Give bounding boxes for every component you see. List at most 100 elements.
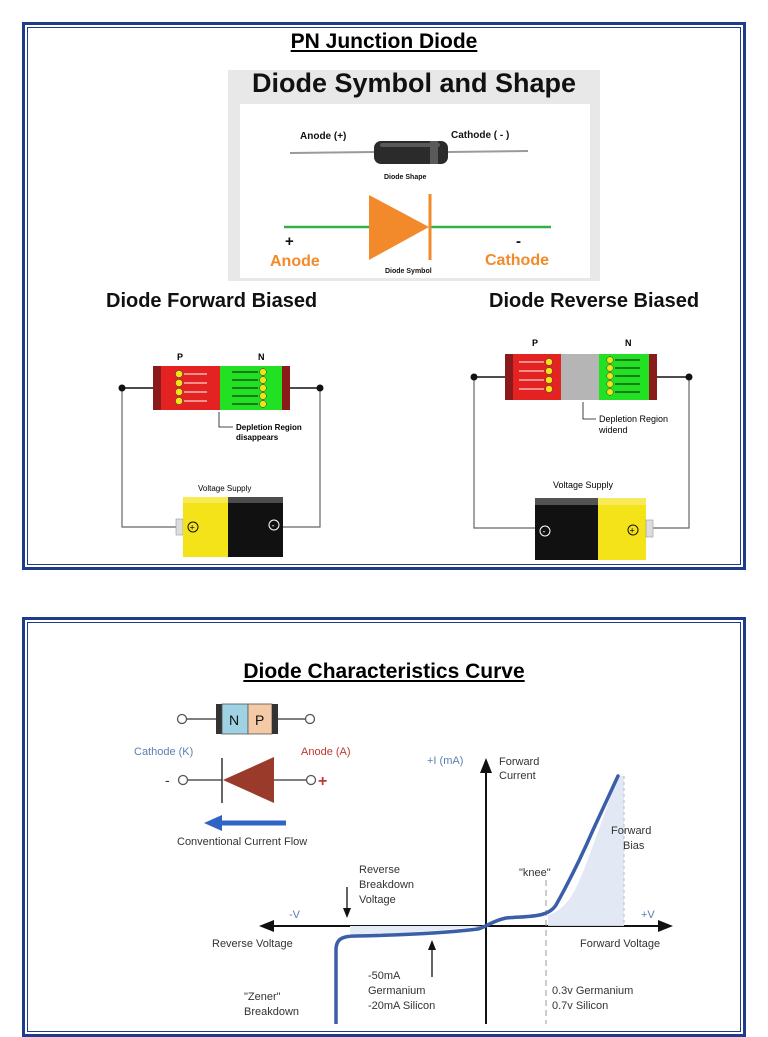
fwd-electron-2	[259, 376, 267, 384]
neg-v-label: -V	[289, 909, 301, 921]
anode-plus-label: Anode (+)	[300, 131, 346, 142]
diode-symbol-caption: Diode Symbol	[385, 268, 432, 275]
leakage-line1: -50mA	[368, 970, 401, 982]
rbv-line3: Voltage	[359, 894, 396, 906]
rev-hole-3	[545, 376, 553, 384]
rev-battery-plus-circle	[627, 524, 639, 536]
forward-current-line1: Forward	[499, 756, 539, 768]
rev-supply-label: Voltage Supply	[553, 480, 614, 490]
schem-terminal-left	[177, 774, 189, 786]
characteristic-curve	[334, 774, 620, 1024]
fwd-n-end	[282, 366, 290, 410]
rev-p-label: P	[532, 338, 538, 348]
anode-big-label: Anode	[270, 253, 320, 270]
fwd-n-label: N	[258, 352, 265, 362]
fwd-hole-arrows	[184, 373, 207, 402]
fwd-holes	[175, 370, 183, 405]
np-end-right	[272, 704, 278, 734]
pos-v-label: +V	[641, 909, 655, 921]
np-terminal-left	[176, 713, 188, 725]
forward-voltage-label: Forward Voltage	[580, 938, 660, 950]
fwd-battery-minus-circle	[268, 519, 280, 531]
fwd-terminal-right	[316, 384, 324, 392]
symbol-plus: +	[285, 233, 294, 250]
diode-shape-caption: Diode Shape	[384, 174, 427, 181]
rbv-line1: Reverse	[359, 864, 400, 876]
reverse-voltage-label: Reverse Voltage	[212, 938, 293, 950]
rev-p-end	[505, 354, 513, 400]
fwd-battery-plus: +	[190, 523, 195, 533]
rev-battery-minus: -	[543, 527, 546, 537]
top-panel	[22, 22, 746, 570]
rev-n-end	[649, 354, 657, 400]
cathode-band	[430, 141, 438, 164]
forward-bias-diagram: P N Depletion Region disappears Voltage …	[118, 352, 324, 557]
schem-plus: +	[318, 773, 327, 790]
current-flow-arrowhead	[204, 815, 222, 831]
cathode-lead	[447, 150, 529, 153]
diode-shape-and-symbol: Anode (+) Cathode ( - ) Diode Shape + - …	[270, 130, 551, 275]
top-title: PN Junction Diode	[290, 30, 478, 53]
fwd-electron-5	[259, 400, 267, 408]
fwd-battery-minus: -	[272, 521, 275, 531]
rev-terminal-right	[685, 373, 693, 381]
fwd-note-leader	[218, 412, 233, 428]
fwd-electron-4	[259, 392, 267, 400]
cathode-minus-label: Cathode ( - )	[451, 130, 509, 141]
rev-battery-plus: +	[630, 526, 635, 536]
fwd-wire-right	[283, 388, 321, 528]
p-region	[247, 703, 273, 735]
leakage-line2: Germanium	[368, 985, 425, 997]
rev-electron-1	[606, 356, 614, 364]
fwd-supply-label: Voltage Supply	[198, 484, 251, 493]
rev-terminal-left	[470, 373, 478, 381]
n-region	[221, 703, 249, 735]
rev-hole-4	[545, 385, 553, 393]
symbol-shape-white	[240, 104, 590, 278]
fwd-wire-left	[121, 388, 182, 528]
rev-hole-2	[545, 367, 553, 375]
leakage-pointer-head	[428, 940, 436, 950]
fwd-electron-arrows	[232, 371, 258, 405]
cathode-k-label: Cathode (K)	[134, 746, 193, 758]
x-axis-right-arrow	[658, 920, 673, 932]
rev-electron-5	[606, 388, 614, 396]
leakage-line3: -20mA Silicon	[368, 1000, 435, 1012]
y-axis-arrow	[480, 758, 492, 773]
fwd-hole-1	[175, 370, 183, 378]
bottom-title: Diode Characteristics Curve	[243, 660, 525, 683]
symbol-minus: -	[516, 233, 521, 250]
fwd-note-line2: disappears	[236, 433, 279, 442]
fwd-hole-3	[175, 388, 183, 396]
forward-bias-shading	[548, 776, 624, 926]
forward-biased-heading: Diode Forward Biased	[106, 290, 318, 312]
rev-battery-highlight	[535, 498, 646, 505]
rev-note-line2: widend	[598, 425, 628, 435]
rev-electron-4	[606, 380, 614, 388]
reverse-bias-diagram: P N Depletion Region widend Voltage Supp…	[470, 338, 693, 560]
zener-line1: "Zener"	[244, 991, 281, 1003]
fwd-p-end	[153, 366, 161, 410]
forward-bias-line1: Forward	[611, 825, 651, 837]
current-flow-label: Conventional Current Flow	[177, 836, 307, 848]
rev-n-label: N	[625, 338, 632, 348]
rev-battery-minus-circle	[539, 525, 551, 537]
anode-lead	[289, 151, 375, 154]
fwd-hole-4	[175, 397, 183, 405]
rev-holes	[545, 358, 553, 393]
schem-terminal-right	[305, 774, 317, 786]
threshold-line2: 0.7v Silicon	[552, 1000, 608, 1012]
rev-electron-2	[606, 364, 614, 372]
fwd-p-label: P	[177, 352, 183, 362]
plus-i-label: +I (mA)	[427, 755, 463, 767]
rev-hole-1	[545, 358, 553, 366]
x-axis-left-arrow	[259, 920, 274, 932]
knee-label: "knee"	[519, 867, 551, 879]
fwd-electron-3	[259, 384, 267, 392]
fwd-terminal-left	[118, 384, 126, 392]
fwd-battery-plus-circle	[187, 521, 199, 533]
diode-body-highlight	[380, 143, 440, 147]
rev-hole-arrows	[519, 361, 544, 390]
fwd-p-region	[161, 366, 220, 410]
